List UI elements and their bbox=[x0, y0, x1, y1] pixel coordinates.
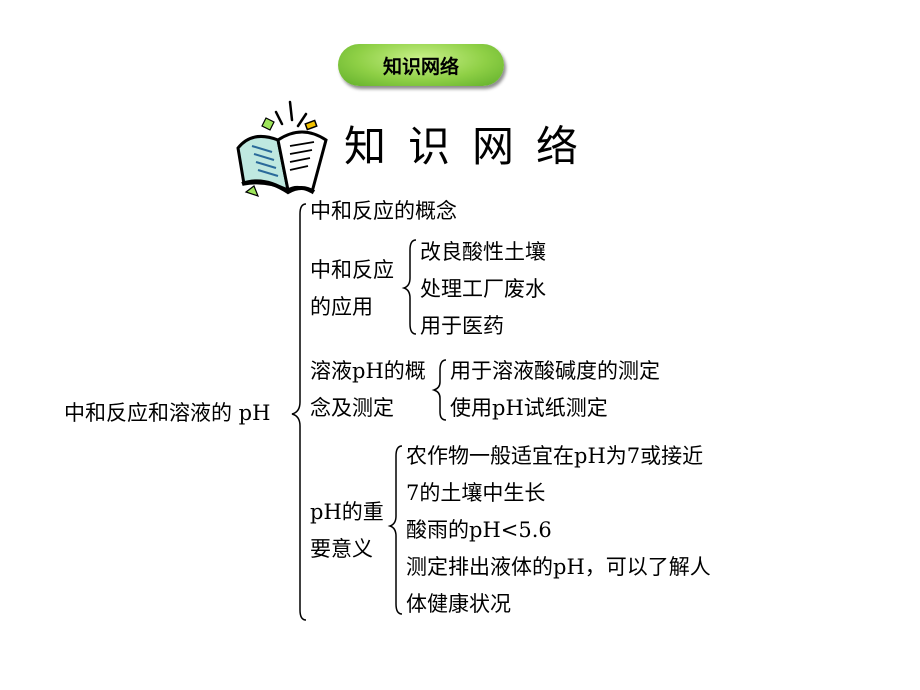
ph-importance-brace bbox=[387, 445, 403, 615]
ph-concept-label-line2: 念及测定 bbox=[310, 396, 394, 420]
application-item-2: 处理工厂废水 bbox=[420, 277, 546, 301]
open-book-icon bbox=[236, 100, 328, 197]
application-label-line1: 中和反应 bbox=[310, 258, 394, 282]
ph-importance-item-2: 7的土壤中生长 bbox=[406, 481, 546, 505]
application-item-3: 用于医药 bbox=[420, 314, 504, 338]
ph-concept-item-1: 用于溶液酸碱度的测定 bbox=[450, 359, 660, 383]
ph-concept-label-line1: 溶液pH的概 bbox=[310, 359, 426, 383]
application-label-line2: 的应用 bbox=[310, 295, 373, 319]
ph-importance-item-1: 农作物一般适宜在pH为7或接近 bbox=[406, 444, 704, 468]
application-item-1: 改良酸性土壤 bbox=[420, 240, 546, 264]
root-brace bbox=[291, 203, 307, 621]
ph-importance-label-line2: 要意义 bbox=[310, 537, 373, 561]
neutralization-concept: 中和反应的概念 bbox=[310, 199, 457, 223]
root-topic: 中和反应和溶液的 pH bbox=[64, 401, 271, 425]
ph-concept-brace bbox=[431, 359, 447, 421]
ph-concept-item-2: 使用pH试纸测定 bbox=[450, 396, 608, 420]
ph-importance-item-4: 测定排出液体的pH，可以了解人 bbox=[406, 555, 711, 579]
ph-importance-item-5: 体健康状况 bbox=[406, 592, 511, 616]
ph-importance-item-3: 酸雨的pH<5.6 bbox=[406, 518, 552, 542]
badge-label: 知识网络 bbox=[382, 55, 459, 78]
ph-importance-label-line1: pH的重 bbox=[310, 500, 384, 524]
knowledge-network-badge: 知识网络 bbox=[338, 44, 504, 86]
application-brace bbox=[401, 239, 417, 335]
page-heading: 知识网络 bbox=[344, 122, 601, 171]
